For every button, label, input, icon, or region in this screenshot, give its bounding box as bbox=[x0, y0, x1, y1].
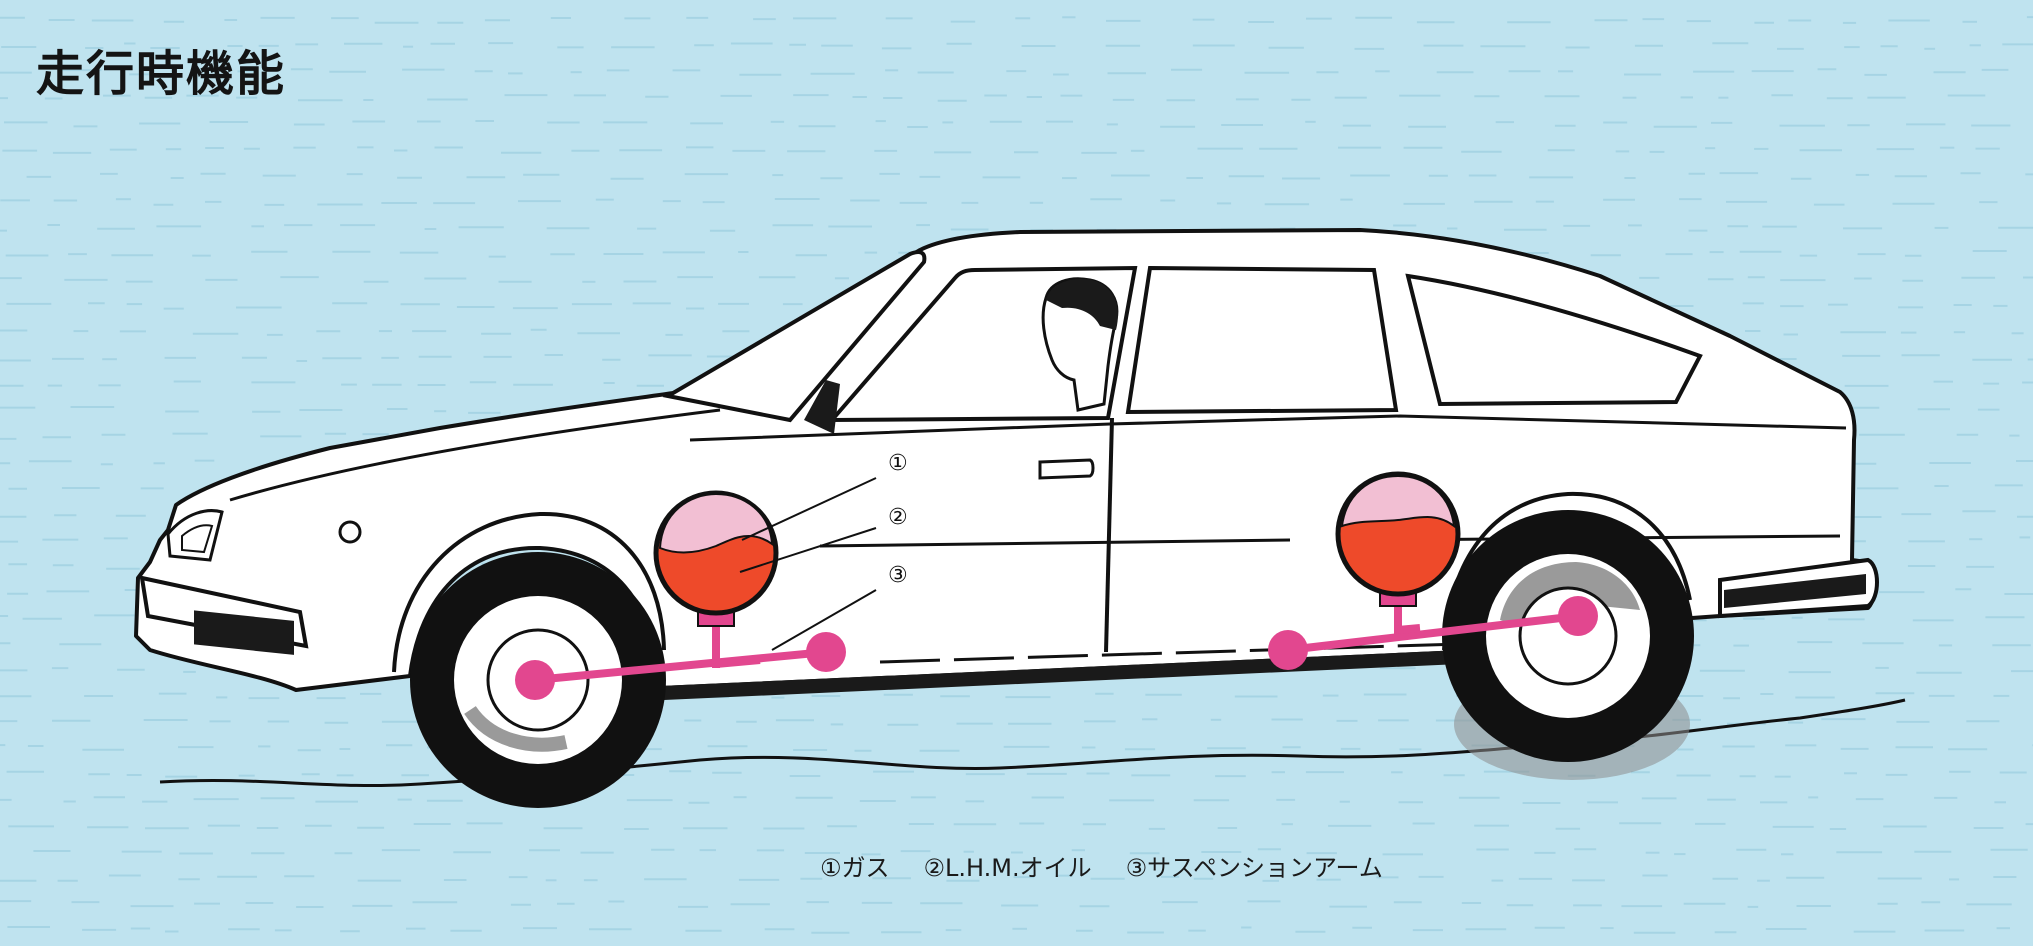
side-mirror bbox=[804, 380, 840, 434]
legend-gas: ①ガス bbox=[820, 854, 890, 882]
front-wheel-arch bbox=[392, 511, 666, 673]
rear-arm-wheel-pivot bbox=[1558, 596, 1598, 636]
rear-suspension-sphere bbox=[1335, 471, 1461, 607]
callout-1-leader bbox=[741, 477, 877, 541]
door-handle bbox=[1038, 458, 1095, 480]
windshield bbox=[662, 250, 927, 423]
rear-sphere-gas-chamber bbox=[1340, 474, 1456, 529]
callout-3-leader bbox=[771, 589, 877, 651]
rear-arm-body-pivot bbox=[1268, 630, 1308, 670]
belt-line bbox=[689, 414, 1847, 442]
front-door-line bbox=[1104, 417, 1114, 653]
rear-side-window bbox=[1125, 265, 1399, 415]
front-sphere-gas-chamber bbox=[658, 492, 774, 554]
hood-line bbox=[229, 408, 721, 502]
callout-1-number: ① bbox=[888, 451, 908, 476]
front-suspension-sphere bbox=[653, 490, 779, 627]
front-suspension-arm bbox=[515, 622, 846, 700]
callout-2-leader bbox=[739, 527, 877, 573]
front-grille bbox=[194, 610, 294, 655]
lower-sill bbox=[660, 650, 1462, 700]
front-arm-wheel-pivot bbox=[515, 660, 555, 700]
body-crease bbox=[819, 538, 1291, 548]
driver-hair bbox=[1046, 278, 1118, 330]
headlight-inner bbox=[181, 524, 214, 554]
rear-quarter-window bbox=[1405, 273, 1703, 407]
legend-lhm-oil: ②L.H.M.オイル bbox=[923, 854, 1092, 882]
legend-caption: ①ガス ②L.H.M.オイル ③サスペンションアーム bbox=[820, 848, 1383, 883]
callout-3-number: ③ bbox=[888, 563, 908, 588]
rear-bumper-strip bbox=[1724, 574, 1866, 608]
legend-suspension-arm: ③サスペンションアーム bbox=[1125, 854, 1383, 882]
rear-wheel bbox=[1442, 510, 1694, 762]
front-arm-body-pivot bbox=[806, 632, 846, 672]
side-marker-light bbox=[338, 520, 362, 544]
rear-suspension-arm bbox=[1268, 596, 1598, 670]
road-surface-line bbox=[159, 698, 1906, 788]
callout-2-number: ② bbox=[888, 505, 908, 530]
lower-body-line bbox=[879, 642, 1461, 664]
diagram-title: 走行時機能 bbox=[36, 46, 287, 102]
